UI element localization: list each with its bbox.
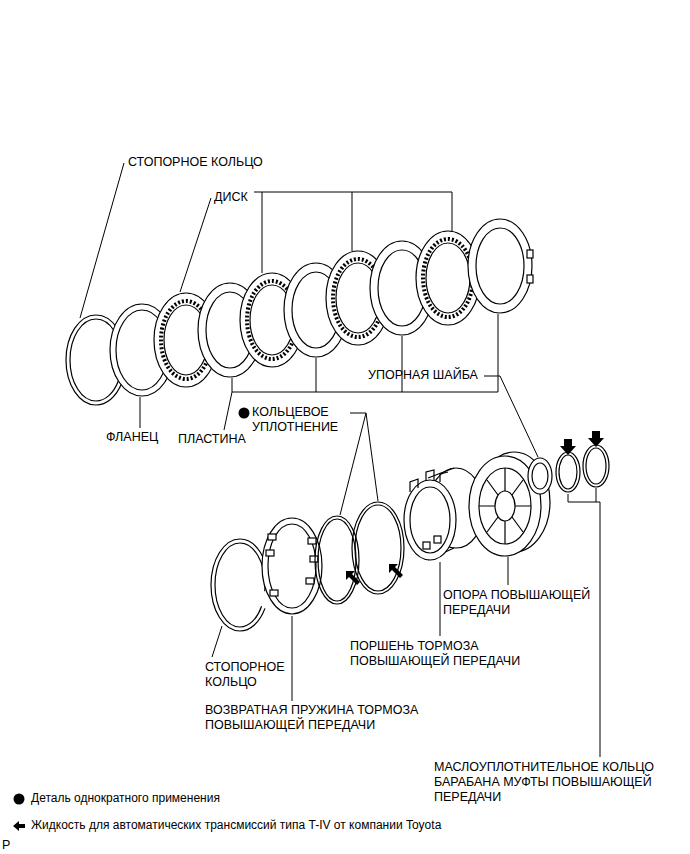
part-label: МАСЛОУПЛОТНИТЕЛЬНОЕ КОЛЬЦО БАРАБАНА МУФТ… bbox=[434, 760, 686, 805]
fluid-arrows bbox=[346, 431, 604, 585]
plate bbox=[468, 219, 533, 313]
snap-ring bbox=[211, 539, 269, 631]
part-label: ПЛАСТИНА bbox=[178, 432, 268, 447]
part-label: ДИСК bbox=[214, 190, 274, 205]
part-label: УПОРНАЯ ШАЙБА bbox=[368, 368, 498, 383]
o-ring bbox=[352, 502, 404, 594]
thrust-washer bbox=[528, 458, 552, 494]
part-label: ОПОРА ПОВЫШАЮЩЕЙ ПЕРЕДАЧИ bbox=[443, 588, 603, 618]
legend-item: Жидкость для автоматических трансмиссий … bbox=[12, 818, 441, 833]
oil-seal-ring bbox=[556, 452, 580, 492]
leader-lines bbox=[212, 376, 600, 757]
legend-text: Жидкость для автоматических трансмиссий … bbox=[31, 818, 441, 833]
legend-item: Деталь однократного применения bbox=[12, 791, 220, 806]
single-use-dot bbox=[239, 408, 250, 419]
part-label: СТОПОРНОЕ КОЛЬЦО bbox=[205, 660, 305, 690]
part-label: ВОЗВРАТНАЯ ПРУЖИНА ТОРМОЗА ПОВЫШАЮЩЕЙ ПЕ… bbox=[205, 703, 470, 733]
single-use-dot bbox=[12, 793, 26, 805]
part-label: ФЛАНЕЦ bbox=[106, 430, 186, 445]
page-mark: P bbox=[2, 838, 22, 853]
part-label: ПОРШЕНЬ ТОРМОЗА ПОВЫШАЮЩЕЙ ПЕРЕДАЧИ bbox=[350, 639, 540, 669]
leader-lines bbox=[80, 163, 498, 430]
part-label: КОЛЬЦЕВОЕ УПЛОТНЕНИЕ bbox=[252, 405, 352, 435]
part-label: СТОПОРНОЕ КОЛЬЦО bbox=[128, 155, 328, 170]
legend-text: Деталь однократного применения bbox=[31, 791, 220, 806]
fluid-arrow bbox=[12, 820, 26, 832]
oil-seal-ring bbox=[583, 445, 609, 487]
return-spring bbox=[262, 518, 322, 614]
